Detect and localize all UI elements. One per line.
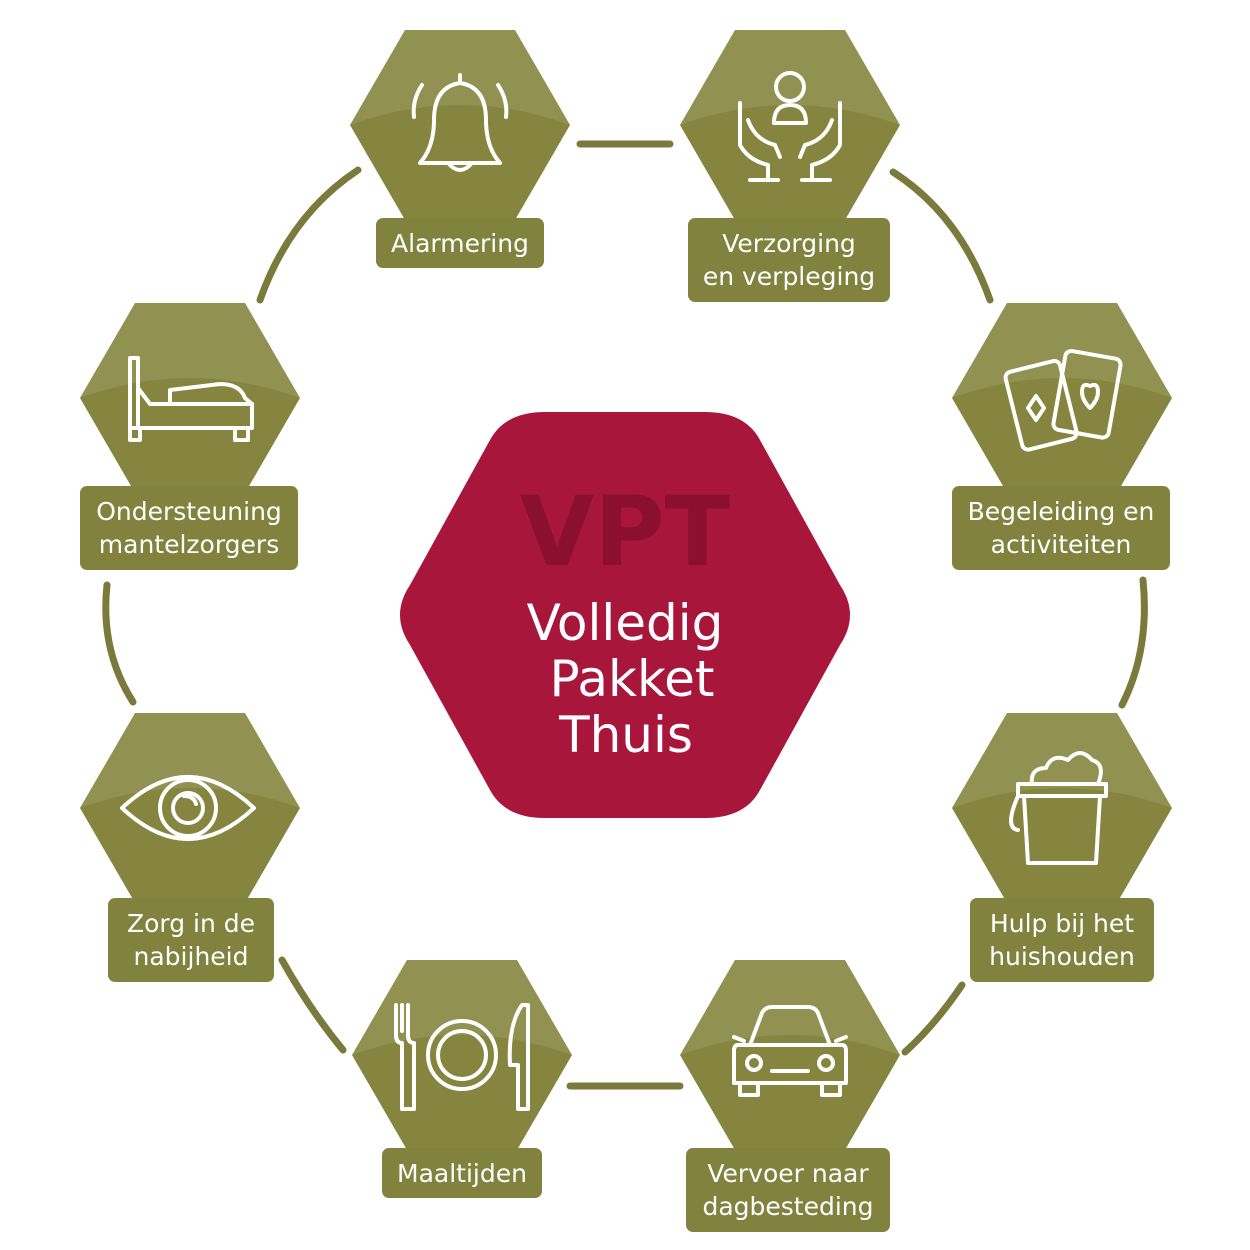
center-title-line-3: Thuis	[558, 706, 693, 764]
connector-6	[278, 956, 347, 1054]
label-alarmering: Alarmering	[376, 218, 544, 268]
center-title-line-2: Pakket	[549, 650, 714, 708]
label-verzorging: Verzorging en verpleging	[688, 218, 890, 302]
hex-ondersteuning	[80, 303, 300, 493]
center-title-line-1: Volledig	[527, 594, 724, 652]
connector-8	[256, 166, 362, 304]
hex-vervoer	[680, 960, 900, 1150]
label-line: Alarmering	[391, 228, 529, 258]
center-hex: VPT Volledig Pakket Thuis	[400, 412, 850, 818]
hex-zorg-nabijheid	[80, 713, 300, 903]
connector-3	[1118, 576, 1148, 709]
bed-icon	[128, 356, 254, 442]
hex-begeleiding	[952, 303, 1172, 493]
label-line: dagbesteding	[702, 1192, 874, 1221]
label-huishouden: Hulp bij het huishouden	[970, 898, 1154, 982]
hex-maaltijden	[352, 960, 572, 1150]
caring-hands-icon	[738, 71, 842, 182]
label-zorg-nabijheid: Zorg in de nabijheid	[108, 898, 274, 982]
ring-connectors	[102, 140, 1148, 1090]
label-line: activiteiten	[990, 530, 1132, 559]
hex-huishouden	[952, 713, 1172, 903]
center-abbreviation: VPT	[520, 476, 730, 588]
label-line: nabijheid	[133, 942, 249, 971]
connector-4	[901, 981, 966, 1056]
label-line: huishouden	[989, 942, 1135, 971]
bell-icon	[411, 73, 509, 172]
label-line: Zorg in de	[126, 909, 256, 938]
connector-2	[889, 168, 994, 304]
label-line: Begeleiding en	[967, 497, 1155, 526]
car-icon	[732, 1005, 848, 1097]
label-line: mantelzorgers	[98, 530, 280, 559]
label-line: Verzorging	[722, 229, 856, 258]
label-ondersteuning: Ondersteuning mantelzorgers	[80, 486, 298, 570]
label-line: en verpleging	[702, 262, 876, 291]
connector-7	[102, 581, 137, 706]
label-maaltijden: Maaltijden	[382, 1148, 542, 1198]
label-line: Vervoer naar	[707, 1159, 869, 1188]
label-line: Ondersteuning	[96, 497, 282, 526]
label-begeleiding: Begeleiding en activiteiten	[952, 486, 1170, 570]
label-line: Maaltijden	[397, 1158, 527, 1188]
plate-cutlery-icon	[394, 1003, 530, 1111]
hex-alarmering	[350, 30, 570, 220]
label-vervoer: Vervoer naar dagbesteding	[686, 1148, 890, 1232]
playing-cards-icon	[1003, 348, 1123, 452]
bucket-icon	[1009, 751, 1108, 865]
eye-icon	[120, 775, 256, 841]
label-line: Hulp bij het	[989, 909, 1135, 938]
